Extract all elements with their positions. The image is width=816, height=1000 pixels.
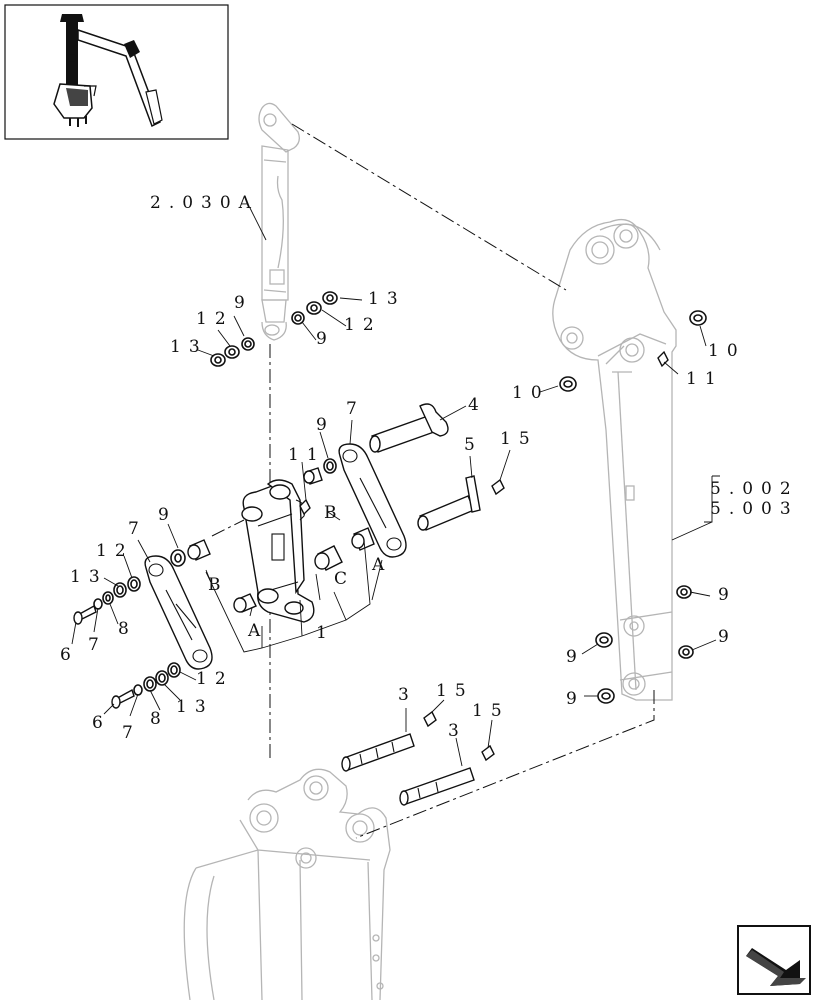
link-assembly-part-1[interactable] [241,479,315,623]
callout-10: 10 [512,383,550,403]
callout-1: 1 [316,623,335,643]
leader-lines [71,207,720,767]
pin-part-3-lower[interactable] [399,767,475,806]
letter-B: B [208,575,229,595]
callout-11: 11 [288,445,326,465]
next-page-arrow-icon[interactable] [737,925,811,995]
letter-B: B [324,503,345,523]
ref-label-arm-a: 5.002 [710,479,799,499]
callout-9: 9 [718,585,737,605]
callout-15: 15 [436,681,474,701]
callout-5: 5 [464,435,483,455]
letter-A: A [371,555,392,575]
callout-4: 4 [468,395,487,415]
callout-13: 13 [70,567,108,587]
letter-C: C [334,569,355,589]
pin-part-4[interactable] [369,403,449,453]
washer-rings [93,291,707,704]
grease-fittings [299,350,669,762]
ref-label-arm-b: 5.003 [710,499,799,519]
callout-9: 9 [316,329,335,349]
pin-part-5[interactable] [417,475,481,531]
bucket-ghost [183,768,391,1000]
callout-9: 9 [566,689,585,709]
callout-9: 9 [718,627,737,647]
excavator-arm-thumbnail [53,14,163,128]
callout-13: 13 [368,289,406,309]
thumbnail-inset[interactable] [4,4,229,140]
callout-12: 12 [196,669,234,689]
callout-13: 13 [176,697,214,717]
callout-3: 3 [448,721,467,741]
callout-10: 10 [708,341,746,361]
callout-13: 13 [170,337,208,357]
callout-7: 7 [88,635,107,655]
callout-8: 8 [118,619,137,639]
callout-6: 6 [92,713,111,733]
callout-15: 15 [500,429,538,449]
callout-12: 12 [344,315,382,335]
callout-9: 9 [316,415,335,435]
callout-labels: 2.030A 5.002 5.003 12 9 13 9 12 13 10 10… [60,193,799,743]
callout-7: 7 [128,519,147,539]
letter-A: A [247,621,268,641]
callout-9: 9 [158,505,177,525]
callout-12: 12 [96,541,134,561]
side-link-right-part-7[interactable] [338,443,407,558]
side-link-left-part-7[interactable] [144,555,213,670]
callout-7: 7 [122,723,141,743]
callout-8: 8 [150,709,169,729]
callout-12: 12 [196,309,234,329]
callout-15: 15 [472,701,510,721]
callout-9: 9 [566,647,585,667]
callout-9: 9 [234,293,253,313]
callout-6: 6 [60,645,79,665]
callout-3: 3 [398,685,417,705]
bolts-part-6[interactable] [73,604,135,709]
pin-part-3-upper[interactable] [341,733,415,772]
dipper-arm-ghost [552,218,677,701]
bucket-cylinder-ghost [258,102,300,341]
callout-11: 11 [686,369,724,389]
ref-label-cylinder: 2.030A [150,193,259,213]
callout-7: 7 [346,399,365,419]
